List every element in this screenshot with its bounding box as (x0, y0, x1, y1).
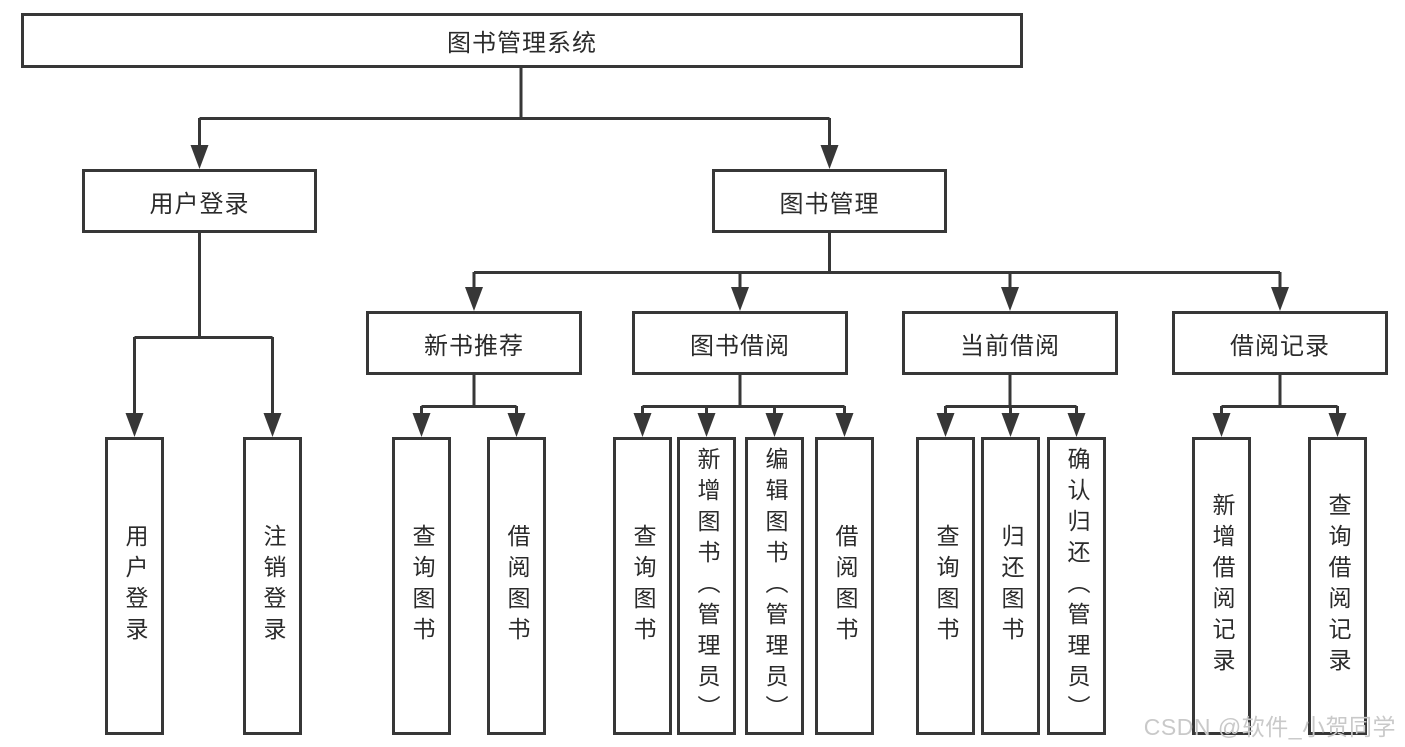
connector-root-to-level1 (190, 68, 839, 169)
connector-user-login-to-leaves (125, 233, 282, 437)
diagram-leaf-borrow-books-recommend: 借阅图书 (487, 437, 546, 735)
node-label: 注销登录 (260, 524, 286, 648)
connector-current-borrowing-to-leaves (936, 375, 1086, 437)
node-label: 图书管理系统 (447, 30, 597, 57)
connector-book-management-to-level2 (465, 233, 1289, 311)
node-label: 新增图书（管理员） (694, 446, 720, 726)
diagram-leaf-user-login: 用户登录 (105, 437, 164, 735)
connector-borrowing-records-to-leaves (1212, 375, 1347, 437)
node-label: 用户登录 (122, 524, 148, 648)
diagram-leaf-logout: 注销登录 (243, 437, 302, 735)
diagram-leaf-query-books-borrowing: 查询图书 (613, 437, 672, 735)
node-label: 查询图书 (630, 524, 656, 648)
node-label: 借阅记录 (1230, 332, 1330, 360)
diagram-leaf-add-borrow-record: 新增借阅记录 (1192, 437, 1251, 735)
node-label: 新书推荐 (424, 332, 524, 360)
diagram-node-book-borrowing: 图书借阅 (632, 311, 848, 375)
node-label: 确认归还（管理员） (1064, 446, 1090, 726)
diagram-node-borrowing-records: 借阅记录 (1172, 311, 1388, 375)
diagram-node-book-management-system: 图书管理系统 (21, 13, 1023, 68)
diagram-leaf-edit-books-admin: 编辑图书（管理员） (745, 437, 804, 735)
diagram-leaf-add-books-admin: 新增图书（管理员） (677, 437, 736, 735)
csdn-watermark: CSDN @软件_小贺同学 (1143, 714, 1396, 740)
node-label: 图书管理 (779, 190, 880, 218)
diagram-leaf-query-books-recommend: 查询图书 (392, 437, 451, 735)
node-label: 当前借阅 (960, 332, 1060, 360)
diagram-leaf-return-books: 归还图书 (981, 437, 1040, 735)
node-label: 查询借阅记录 (1325, 493, 1351, 679)
diagram-node-new-book-recommend: 新书推荐 (366, 311, 582, 375)
node-label: 归还图书 (998, 524, 1024, 648)
diagram-node-book-management: 图书管理 (712, 169, 947, 233)
diagram-node-user-login: 用户登录 (82, 169, 317, 233)
diagram-node-current-borrowing: 当前借阅 (902, 311, 1118, 375)
node-label: 借阅图书 (504, 524, 530, 648)
diagram-leaf-borrow-books-borrowing: 借阅图书 (815, 437, 874, 735)
node-label: 借阅图书 (832, 524, 858, 648)
diagram-leaf-confirm-return-admin: 确认归还（管理员） (1047, 437, 1106, 735)
node-label: 查询图书 (933, 524, 959, 648)
node-label: 查询图书 (409, 524, 435, 648)
node-label: 图书借阅 (690, 332, 790, 360)
node-label: 用户登录 (149, 190, 250, 218)
connector-book-borrowing-to-leaves (633, 375, 854, 437)
diagram-leaf-query-books-current: 查询图书 (916, 437, 975, 735)
node-label: 编辑图书（管理员） (762, 446, 788, 726)
node-label: 新增借阅记录 (1209, 493, 1235, 679)
diagram-leaf-query-borrow-record: 查询借阅记录 (1308, 437, 1367, 735)
connector-new-book-recommend-to-leaves (412, 375, 526, 437)
